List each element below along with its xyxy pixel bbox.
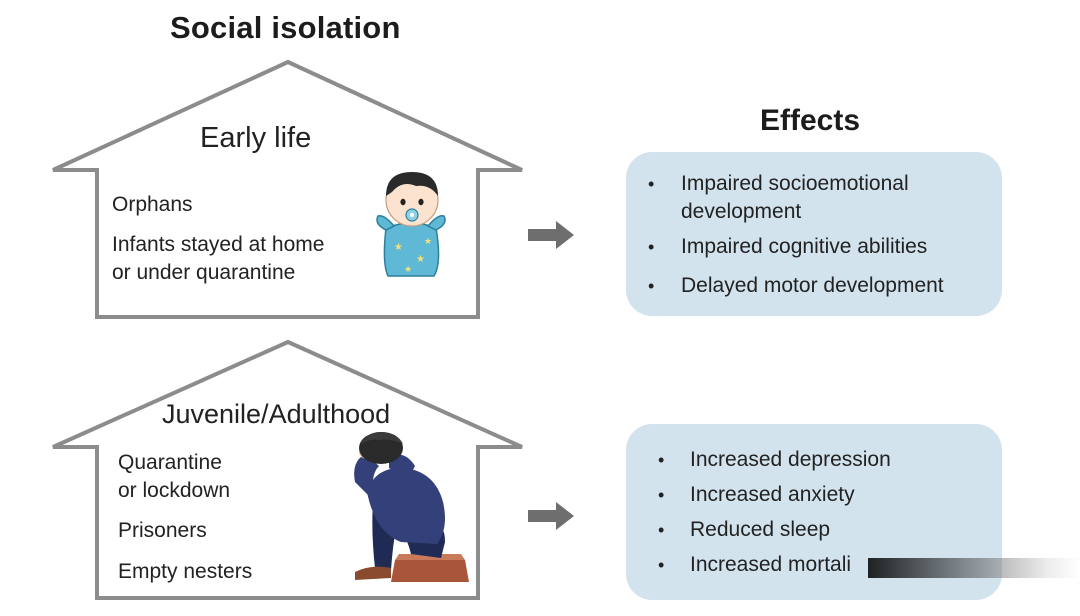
effect-item-continued: development	[626, 198, 1002, 226]
svg-text:★: ★	[404, 264, 412, 274]
adult-item-empty-nesters: Empty nesters	[118, 560, 253, 583]
early-life-heading: Early life	[200, 122, 312, 154]
early-item-infants-1: Infants stayed at home	[112, 233, 325, 256]
svg-text:★: ★	[416, 254, 425, 265]
diagram-title: Social isolation	[170, 10, 401, 45]
adulthood-heading: Juvenile/Adulthood	[162, 399, 391, 429]
effect-item-continued-text: development	[681, 200, 802, 223]
adult-item-quarantine-1: Quarantine	[118, 451, 222, 474]
baby-illustration: ★ ★ ★ ★	[376, 172, 446, 277]
effects-box-early: Impaired socioemotional development Impa…	[626, 152, 1002, 316]
effect-item: Increased depression	[626, 446, 1002, 474]
effect-item: Increased anxiety	[626, 481, 1002, 509]
adult-item-prisoners: Prisoners	[118, 519, 207, 542]
early-item-orphans: Orphans	[112, 193, 193, 216]
effects-title: Effects	[759, 104, 861, 137]
effect-item: Impaired socioemotional	[626, 170, 1002, 198]
svg-text:★: ★	[394, 242, 403, 253]
fade-overlay	[868, 558, 1080, 578]
arrow-right-icon	[528, 502, 574, 530]
effect-item: Impaired cognitive abilities	[626, 233, 1002, 261]
svg-text:★: ★	[424, 236, 432, 246]
sad-person-illustration	[354, 432, 469, 582]
effect-item: Reduced sleep	[626, 516, 1002, 544]
effect-item: Delayed motor development	[626, 272, 1002, 300]
effect-item: Increased mortali	[626, 551, 1002, 579]
adult-item-quarantine-2: or lockdown	[118, 479, 231, 502]
early-item-infants-2: or under quarantine	[112, 261, 296, 284]
arrow-right-icon	[528, 221, 574, 249]
